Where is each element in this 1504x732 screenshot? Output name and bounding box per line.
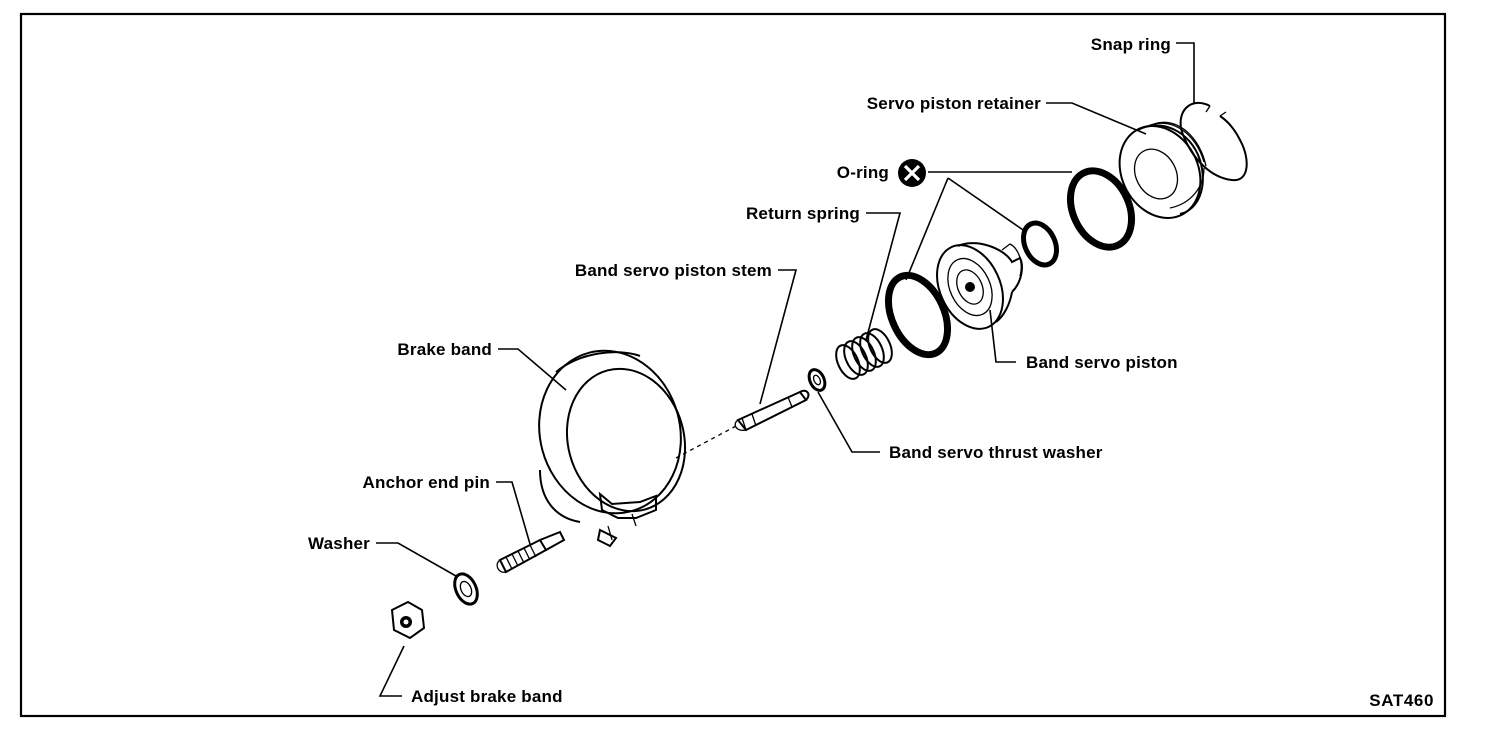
- leader-band-servo-thrust-washer: [817, 391, 880, 453]
- leader-servo-piston-retainer: [1046, 102, 1147, 135]
- washer-part: [453, 572, 479, 606]
- band-servo-piston-part: [936, 242, 1023, 330]
- leader-washer: [376, 542, 457, 577]
- adjust-nut-part: [390, 600, 426, 640]
- label-snap-ring: Snap ring: [1091, 35, 1171, 54]
- figure-code: SAT460: [1369, 691, 1434, 710]
- label-band-servo-thrust-washer: Band servo thrust washer: [889, 443, 1103, 462]
- band-servo-piston-stem-part: [675, 389, 810, 459]
- piston-o-ring-part: [884, 271, 952, 359]
- label-band-servo-piston: Band servo piston: [1026, 353, 1178, 372]
- band-servo-thrust-washer-part: [807, 368, 827, 392]
- anchor-end-pin-part: [496, 530, 566, 574]
- leader-snap-ring: [1176, 42, 1195, 104]
- leader-band-servo-piston: [989, 309, 1016, 363]
- brake-band-part: [538, 349, 687, 548]
- diagram-frame: [19, 12, 1447, 718]
- label-washer: Washer: [308, 534, 370, 553]
- snap-ring-part: [1179, 101, 1248, 182]
- label-o-ring: O-ring: [837, 163, 889, 182]
- leader-anchor-end-pin: [496, 481, 531, 545]
- leader-return-spring: [865, 212, 902, 341]
- leader-o-ring-2: [947, 177, 1027, 233]
- label-adjust-brake-band: Adjust brake band: [411, 687, 563, 706]
- leader-adjust-brake-band: [378, 645, 405, 697]
- leader-o-ring-3: [905, 177, 949, 281]
- label-brake-band: Brake band: [397, 340, 492, 359]
- servo-piston-retainer-part: [1118, 121, 1207, 219]
- leader-brake-band: [498, 348, 567, 391]
- large-o-ring-part: [1067, 167, 1135, 251]
- label-band-servo-piston-stem: Band servo piston stem: [575, 261, 772, 280]
- label-servo-piston-retainer: Servo piston retainer: [867, 94, 1041, 113]
- return-spring-part: [835, 328, 893, 380]
- small-o-ring-part: [1021, 220, 1059, 268]
- circled-x-icon: [898, 159, 926, 187]
- leader-band-servo-piston-stem: [759, 269, 798, 405]
- label-return-spring: Return spring: [746, 204, 860, 223]
- label-anchor-end-pin: Anchor end pin: [363, 473, 490, 492]
